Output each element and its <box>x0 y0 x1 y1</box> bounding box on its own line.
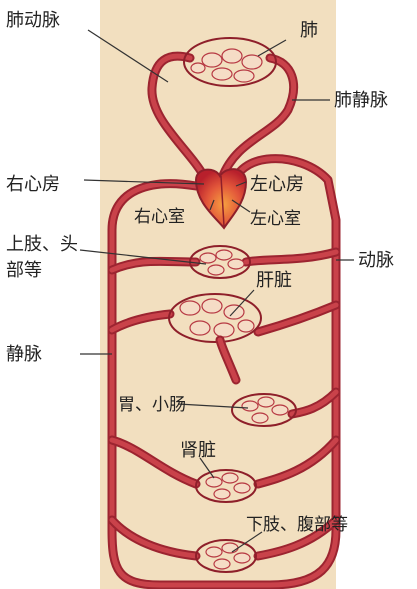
pulmonary-circuit <box>147 37 299 183</box>
lower-limb-capillary-bed <box>195 539 257 573</box>
label-upper-limb-head-2: 部等 <box>6 260 42 281</box>
label-upper-limb-head-1: 上肢、头 <box>6 234 78 255</box>
label-pulmonary-artery: 肺动脉 <box>6 10 60 31</box>
label-left-atrium: 左心房 <box>250 174 304 195</box>
leader-lines <box>79 29 354 553</box>
label-lung: 肺 <box>300 20 318 41</box>
label-stomach-intestine: 胃、小肠 <box>118 395 186 415</box>
label-right-ventricle: 右心室 <box>134 207 185 227</box>
label-lower-limb-abdomen: 下肢、腹部等 <box>246 515 348 535</box>
lung-capillary-bed <box>183 37 277 87</box>
label-left-ventricle: 左心室 <box>250 209 301 229</box>
stomach-intestine-capillary-bed <box>231 393 297 427</box>
systemic-circuit <box>107 154 341 589</box>
label-right-atrium: 右心房 <box>6 174 60 195</box>
kidney-capillary-bed <box>195 469 257 503</box>
liver-capillary-bed <box>168 293 262 343</box>
label-liver: 肝脏 <box>256 270 292 291</box>
label-kidney: 肾脏 <box>180 440 216 461</box>
text-labels: 肺动脉 肺 肺静脉 右心房 左心房 右心室 左心室 上肢、头 部等 动脉 肝脏 … <box>6 10 394 535</box>
label-vein: 静脉 <box>6 344 42 365</box>
label-artery: 动脉 <box>358 250 394 271</box>
label-pulmonary-vein: 肺静脉 <box>334 90 388 111</box>
